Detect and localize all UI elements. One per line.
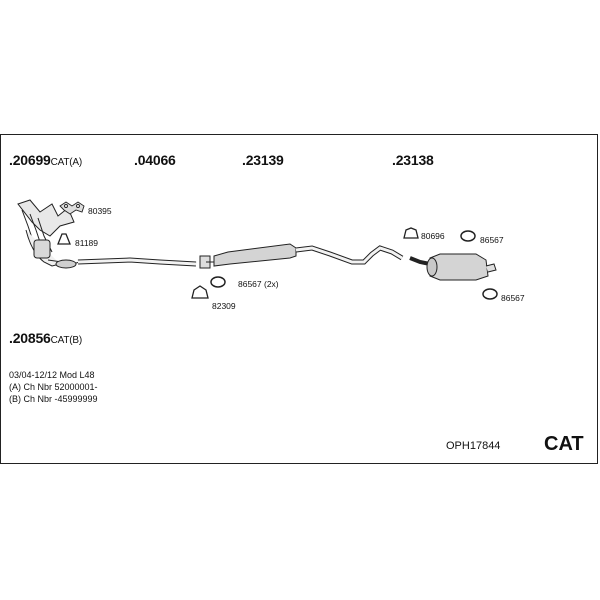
part-number-23138: .23138 xyxy=(392,152,434,168)
hanger-mid-drawing xyxy=(210,276,226,288)
rear-silencer-drawing xyxy=(409,253,497,281)
label-82309: 82309 xyxy=(212,301,236,311)
clamp-82309-drawing xyxy=(191,285,209,299)
diagram-frame xyxy=(0,134,598,464)
part-number-04066: .04066 xyxy=(134,152,176,168)
part-number-20699: .20699CAT(A) xyxy=(9,152,83,168)
label-86567-2x: 86567 (2x) xyxy=(238,279,279,289)
note-chassis-a: (A) Ch Nbr 52000001- xyxy=(9,382,98,392)
note-chassis-b: (B) Ch Nbr -45999999 xyxy=(9,394,98,404)
gasket-80395-drawing xyxy=(59,201,85,215)
kit-code: OPH17844 xyxy=(446,440,501,452)
clamp-80696-drawing xyxy=(403,227,419,239)
ring-81189-drawing xyxy=(57,233,71,245)
hanger-rear-bottom-drawing xyxy=(482,288,498,300)
part-number-23139: .23139 xyxy=(242,152,284,168)
middle-silencer-drawing xyxy=(213,243,404,267)
part-number-20856: .20856CAT(B) xyxy=(9,330,83,346)
category-label: CAT xyxy=(544,433,584,455)
label-80395: 80395 xyxy=(88,206,112,216)
manifold-drawing xyxy=(17,199,81,269)
label-86567-bottom: 86567 xyxy=(501,293,525,303)
hanger-rear-top-drawing xyxy=(460,230,476,242)
front-pipe-drawing xyxy=(77,257,197,267)
note-model-range: 03/04-12/12 Mod L48 xyxy=(9,370,95,380)
label-86567-top: 86567 xyxy=(480,235,504,245)
label-80696: 80696 xyxy=(421,231,445,241)
label-81189: 81189 xyxy=(75,238,99,248)
